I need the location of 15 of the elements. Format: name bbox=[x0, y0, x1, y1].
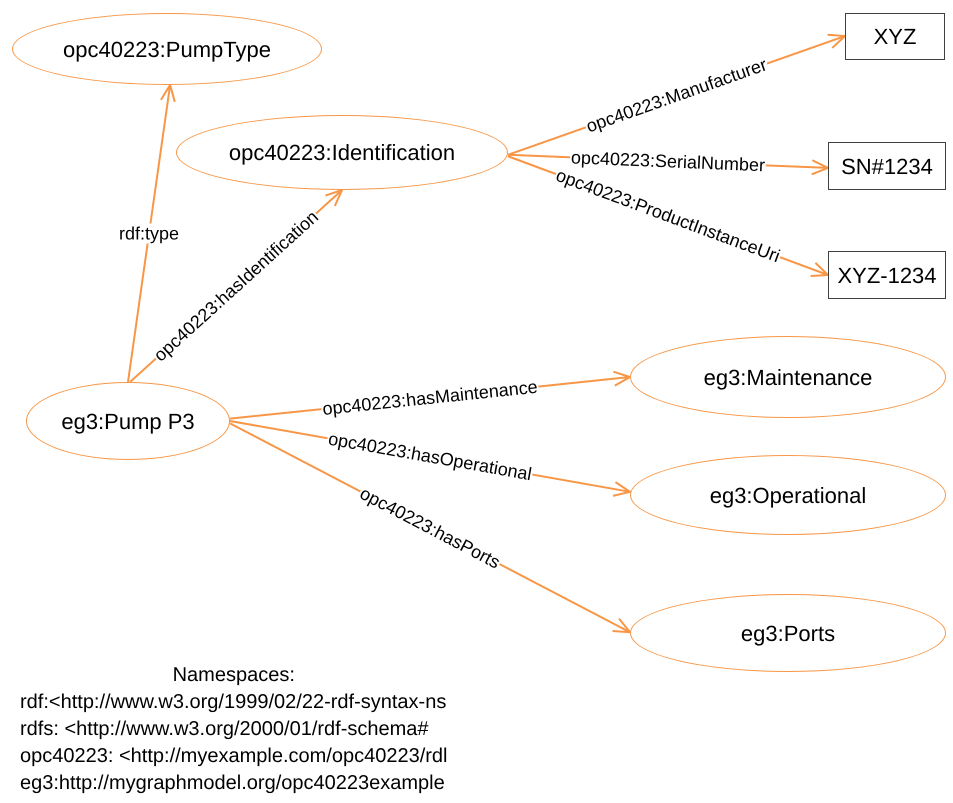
ellipse-node: eg3:Ports bbox=[630, 594, 946, 672]
ellipse-node: eg3:Maintenance bbox=[630, 336, 946, 418]
ellipse-node: eg3:Operational bbox=[630, 455, 946, 535]
value-box: SN#1234 bbox=[828, 142, 946, 190]
value-box: XYZ bbox=[845, 13, 945, 60]
ellipse-node: opc40223:PumpType bbox=[12, 13, 322, 85]
value-box: XYZ-1234 bbox=[828, 251, 946, 299]
ellipse-node: eg3:Pump P3 bbox=[26, 382, 230, 460]
ellipse-node: opc40223:Identification bbox=[176, 115, 508, 190]
namespace-line: rdf:<http://www.w3.org/1999/02/22-rdf-syntax-ns bbox=[20, 690, 448, 715]
namespaces-heading: Namespaces: bbox=[172, 663, 295, 688]
namespace-line: eg3:http://mygraphmodel.org/opc40223example bbox=[20, 771, 446, 796]
namespace-line: rdfs: <http://www.w3.org/2000/01/rdf-schema# bbox=[20, 717, 430, 742]
namespace-line: opc40223: <http://myexample.com/opc40223/rdl bbox=[20, 744, 448, 769]
arrow bbox=[127, 84, 176, 382]
